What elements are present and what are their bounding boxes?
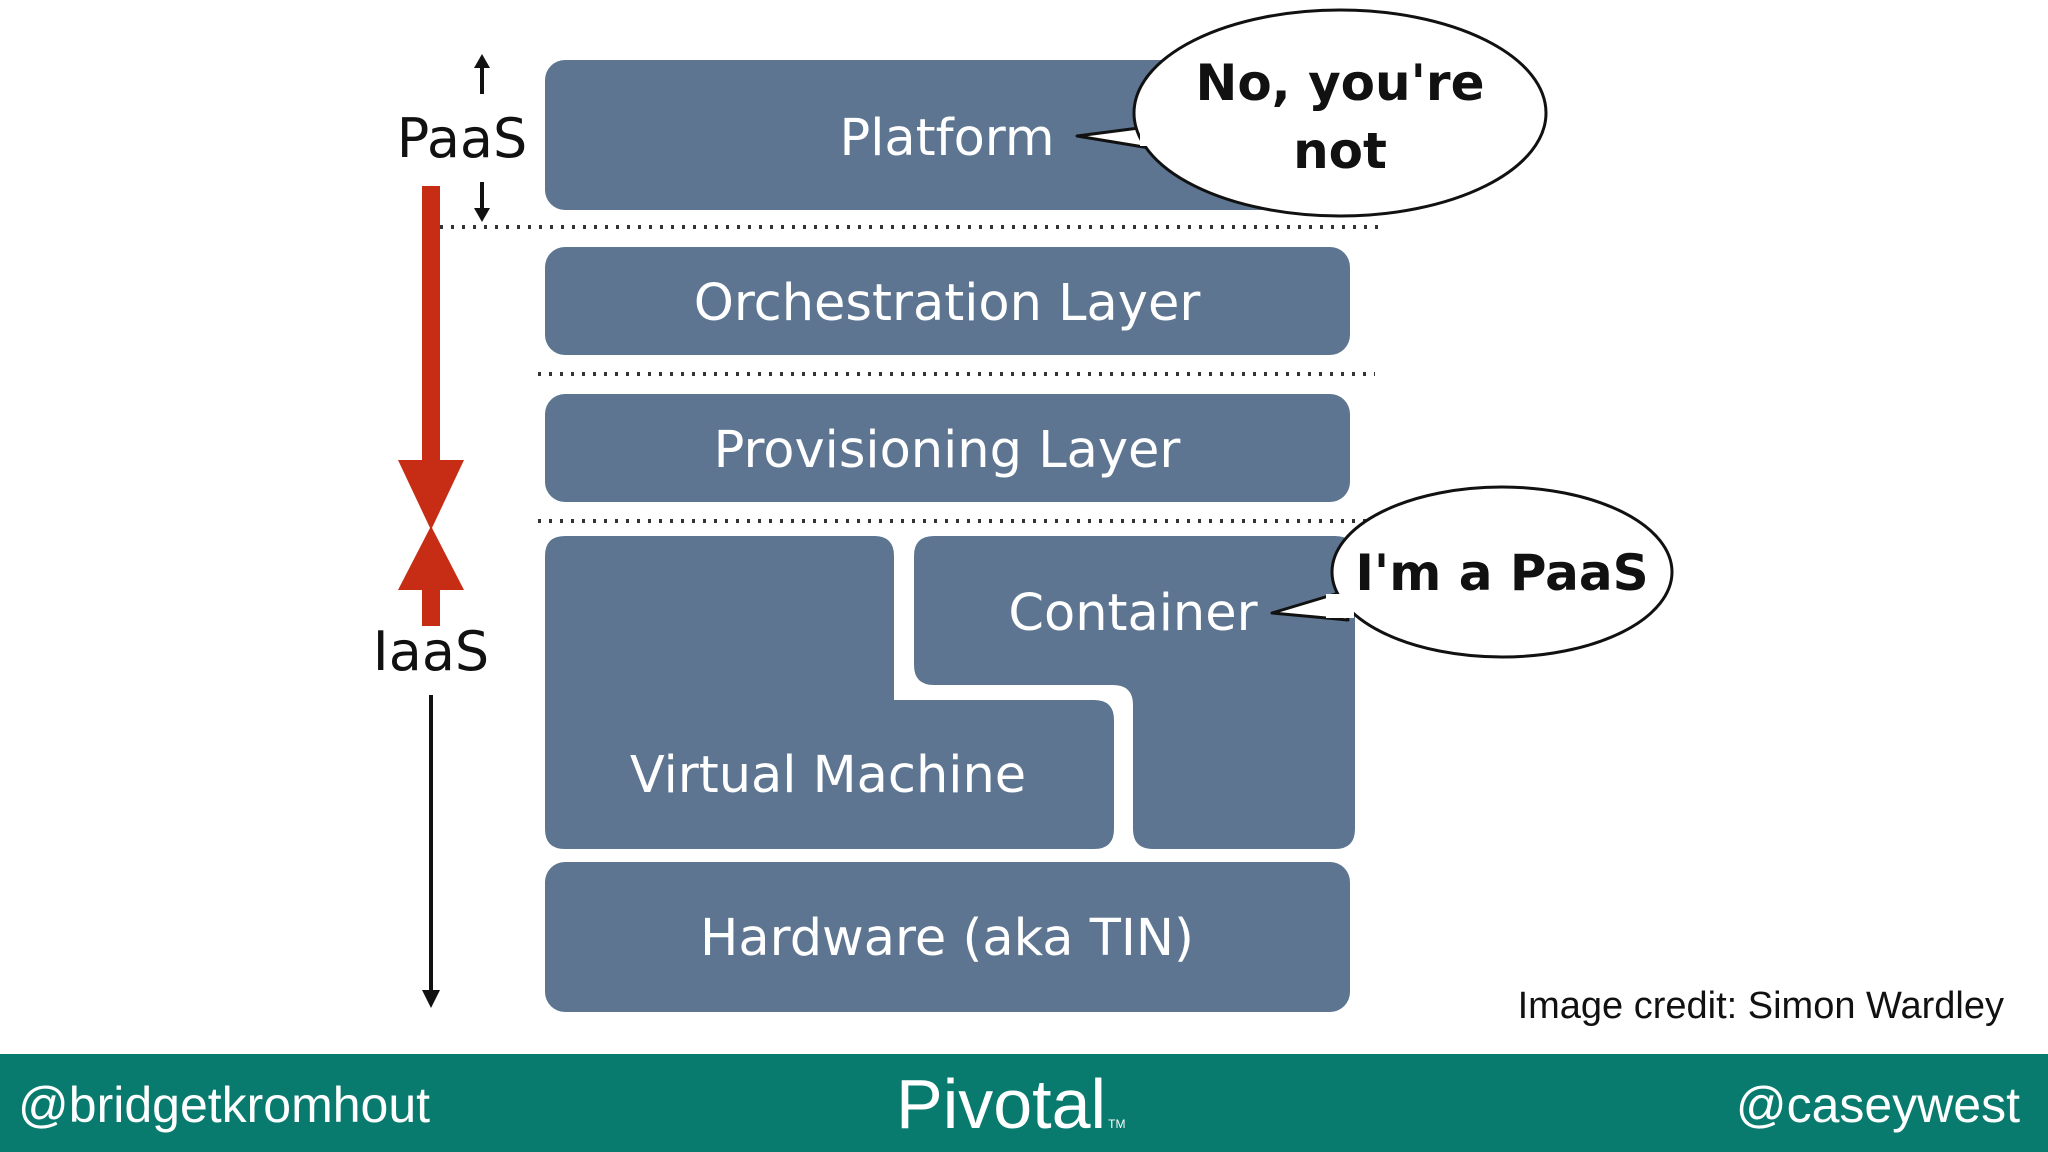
orchestration-layer-box (545, 247, 1350, 355)
trademark-mark: TM (1108, 1117, 1126, 1131)
hardware-layer-box (545, 862, 1350, 1012)
container-bubble-text: I'm a PaaS (1355, 544, 1648, 602)
provisioning-label: Provisioning Layer (714, 421, 1181, 480)
red-up-arrow (398, 526, 464, 626)
pivotal-logo-text: Pivotal (896, 1065, 1107, 1143)
right-twitter-handle[interactable]: @caseywest (1735, 1077, 2020, 1133)
provisioning-layer-box (545, 394, 1350, 502)
platform-speech-bubble (1075, 8, 1548, 218)
red-down-arrow (398, 186, 464, 530)
platform-bubble-text-line1: No, you're (1195, 54, 1484, 112)
virtual-machine-label: Virtual Machine (630, 746, 1026, 805)
paas-down-arrow (474, 182, 490, 222)
container-label: Container (1008, 584, 1257, 643)
platform-label: Platform (839, 109, 1054, 168)
platform-bubble-text-line2: not (1293, 122, 1387, 180)
image-credit: Image credit: Simon Wardley (1517, 985, 2004, 1027)
virtual-machine-layer-box (545, 536, 1114, 849)
iaas-label: IaaS (373, 620, 489, 683)
orchestration-label: Orchestration Layer (694, 274, 1201, 333)
cloud-stack-diagram: Platform Orchestration Layer Provisionin… (373, 8, 1674, 1012)
left-twitter-handle[interactable]: @bridgetkromhout (18, 1077, 431, 1133)
hardware-label: Hardware (aka TIN) (700, 909, 1194, 968)
iaas-down-arrow (422, 695, 440, 1008)
paas-label: PaaS (397, 107, 528, 170)
container-speech-bubble (1270, 485, 1674, 659)
paas-up-arrow (474, 54, 490, 94)
container-layer-box (914, 536, 1355, 849)
